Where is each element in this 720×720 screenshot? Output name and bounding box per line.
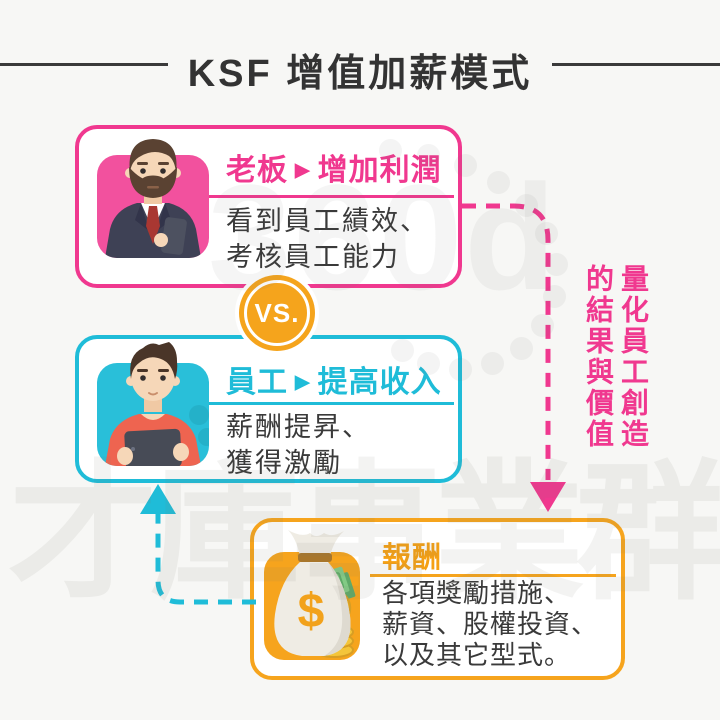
vs-badge: VS. [239, 275, 315, 351]
boss-card-divider [209, 195, 454, 198]
employee-avatar-icon [97, 342, 209, 466]
boss-role-label: 老板 [226, 154, 288, 187]
employee-role-label: 員工 [226, 366, 288, 399]
reward-card: $ $ 報酬 各項獎勵措施、 薪資、股權投資、 以及其它型式。 [250, 518, 625, 680]
employee-goal-label: 提高收入 [317, 366, 442, 399]
right-triangle-marker-icon: ▶ [295, 160, 311, 181]
boss-card-title: 老板 ▶ 增加利潤 [226, 145, 442, 189]
right-triangle-marker-icon: ▶ [295, 372, 311, 393]
reward-desc-line: 薪資、股權投資、 [382, 609, 599, 639]
boss-desc-line: 看到員工績效、 [226, 206, 429, 236]
boss-card: 老板 ▶ 增加利潤 看到員工績效、 考核員工能力 [75, 125, 462, 288]
vs-label: VS. [254, 297, 300, 328]
title-right-line [552, 63, 720, 66]
side-note-vertical-text: 量化員工創造 的結果與價值 [581, 264, 651, 450]
employee-card-divider [209, 402, 454, 405]
reward-card-title: 報酬 [382, 542, 443, 574]
boss-desc-line: 考核員工能力 [226, 242, 400, 272]
side-note-column-right: 量化員工創造 [618, 264, 649, 450]
page-title: KSF 增值加薪模式 [187, 53, 533, 95]
boss-avatar-icon [97, 139, 209, 258]
employee-card: 員工 ▶ 提高收入 薪酬提昇、 獲得激勵 [75, 335, 462, 483]
reward-desc-line: 各項獎勵措施、 [382, 578, 572, 608]
boss-to-reward-arrow [462, 203, 566, 512]
employee-desc-line: 獲得激勵 [226, 448, 342, 478]
reward-to-employee-arrow [140, 484, 256, 605]
employee-card-title: 員工 ▶ 提高收入 [226, 357, 442, 401]
svg-text:$: $ [298, 585, 325, 638]
side-note-column-left: 的結果與價值 [583, 264, 614, 450]
boss-card-description: 看到員工績效、 考核員工能力 [226, 203, 429, 275]
boss-goal-label: 增加利潤 [317, 154, 442, 187]
money-bag-icon: $ $ [264, 530, 360, 660]
reward-card-divider [370, 574, 616, 577]
employee-card-description: 薪酬提昇、 獲得激勵 [226, 409, 371, 481]
reward-desc-line: 以及其它型式。 [382, 640, 572, 670]
reward-card-description: 各項獎勵措施、 薪資、股權投資、 以及其它型式。 [382, 578, 598, 671]
employee-desc-line: 薪酬提昇、 [226, 412, 371, 442]
title-left-line [0, 63, 168, 66]
